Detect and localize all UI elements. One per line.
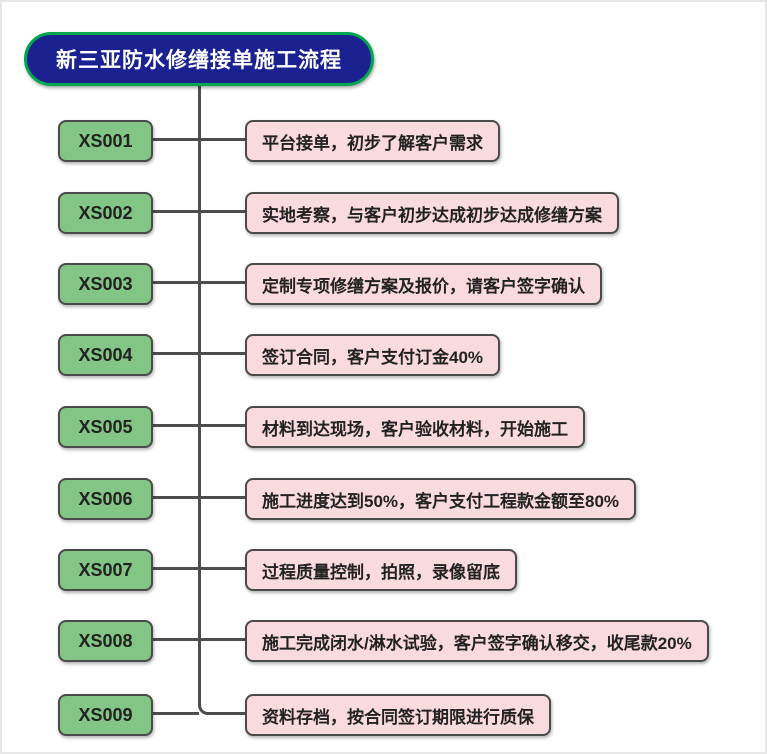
step-description: 材料到达现场，客户验收材料，开始施工	[262, 419, 568, 439]
step-code-box: XS005	[58, 406, 153, 448]
step-description: 平台接单，初步了解客户需求	[262, 133, 483, 153]
connector-line	[153, 210, 245, 213]
flow-step-row: XS002 实地考察，与客户初步达成初步达成修缮方案	[2, 192, 765, 234]
step-description: 签订合同，客户支付订金40%	[262, 347, 484, 367]
step-description-box: 过程质量控制，拍照，录像留底	[245, 549, 517, 591]
step-code: XS001	[78, 130, 133, 151]
flow-step-row: XS001 平台接单，初步了解客户需求	[2, 120, 765, 162]
step-code: XS003	[78, 273, 133, 294]
step-description-box: 实地考察，与客户初步达成初步达成修缮方案	[245, 192, 619, 234]
flow-step-row: XS008 施工完成闭水/淋水试验，客户签字确认移交，收尾款20%	[2, 620, 765, 662]
connector-line	[153, 567, 245, 570]
step-code: XS009	[78, 704, 133, 725]
flow-step-row: XS004 签订合同，客户支付订金40%	[2, 334, 765, 376]
step-description-box: 签订合同，客户支付订金40%	[245, 334, 501, 376]
step-code-box: XS009	[58, 694, 153, 736]
step-description: 实地考察，与客户初步达成初步达成修缮方案	[262, 205, 602, 225]
step-description: 施工完成闭水/淋水试验，客户签字确认移交，收尾款20%	[262, 633, 692, 653]
step-description-box: 材料到达现场，客户验收材料，开始施工	[245, 406, 585, 448]
step-code-box: XS003	[58, 263, 153, 305]
step-code: XS006	[78, 488, 133, 509]
flow-step-row: XS003 定制专项修缮方案及报价，请客户签字确认	[2, 263, 765, 305]
step-description-box: 定制专项修缮方案及报价，请客户签字确认	[245, 263, 602, 305]
step-code-box: XS001	[58, 120, 153, 162]
trunk-line	[198, 86, 201, 704]
step-description: 施工进度达到50%，客户支付工程款金额至80%	[262, 491, 620, 511]
step-code-box: XS004	[58, 334, 153, 376]
step-code: XS004	[78, 344, 133, 365]
connector-line	[153, 496, 245, 499]
connector-line	[153, 281, 245, 284]
step-code: XS005	[78, 416, 133, 437]
step-description-box: 施工进度达到50%，客户支付工程款金额至80%	[245, 478, 637, 520]
flowchart-title: 新三亚防水修缮接单施工流程	[24, 32, 374, 86]
step-code-box: XS002	[58, 192, 153, 234]
step-code-box: XS006	[58, 478, 153, 520]
connector-line	[153, 138, 245, 141]
connector-line	[153, 352, 245, 355]
step-description-box: 平台接单，初步了解客户需求	[245, 120, 500, 162]
connector-line	[153, 638, 245, 641]
flow-step-row: XS009 资料存档，按合同签订期限进行质保	[2, 694, 765, 736]
step-description: 过程质量控制，拍照，录像留底	[262, 562, 500, 582]
step-code: XS007	[78, 559, 133, 580]
step-description: 资料存档，按合同签订期限进行质保	[262, 707, 534, 727]
flowchart-title-text: 新三亚防水修缮接单施工流程	[56, 49, 342, 72]
step-code: XS008	[78, 630, 133, 651]
step-description: 定制专项修缮方案及报价，请客户签字确认	[262, 276, 585, 296]
connector-line	[153, 424, 245, 427]
trunk-elbow-line	[198, 704, 245, 715]
step-description-box: 施工完成闭水/淋水试验，客户签字确认移交，收尾款20%	[245, 620, 709, 662]
step-code-box: XS007	[58, 549, 153, 591]
step-description-box: 资料存档，按合同签订期限进行质保	[245, 694, 551, 736]
step-code-box: XS008	[58, 620, 153, 662]
connector-line	[153, 712, 199, 715]
flow-step-row: XS006 施工进度达到50%，客户支付工程款金额至80%	[2, 478, 765, 520]
flow-step-row: XS007 过程质量控制，拍照，录像留底	[2, 549, 765, 591]
flow-step-row: XS005 材料到达现场，客户验收材料，开始施工	[2, 406, 765, 448]
step-code: XS002	[78, 202, 133, 223]
